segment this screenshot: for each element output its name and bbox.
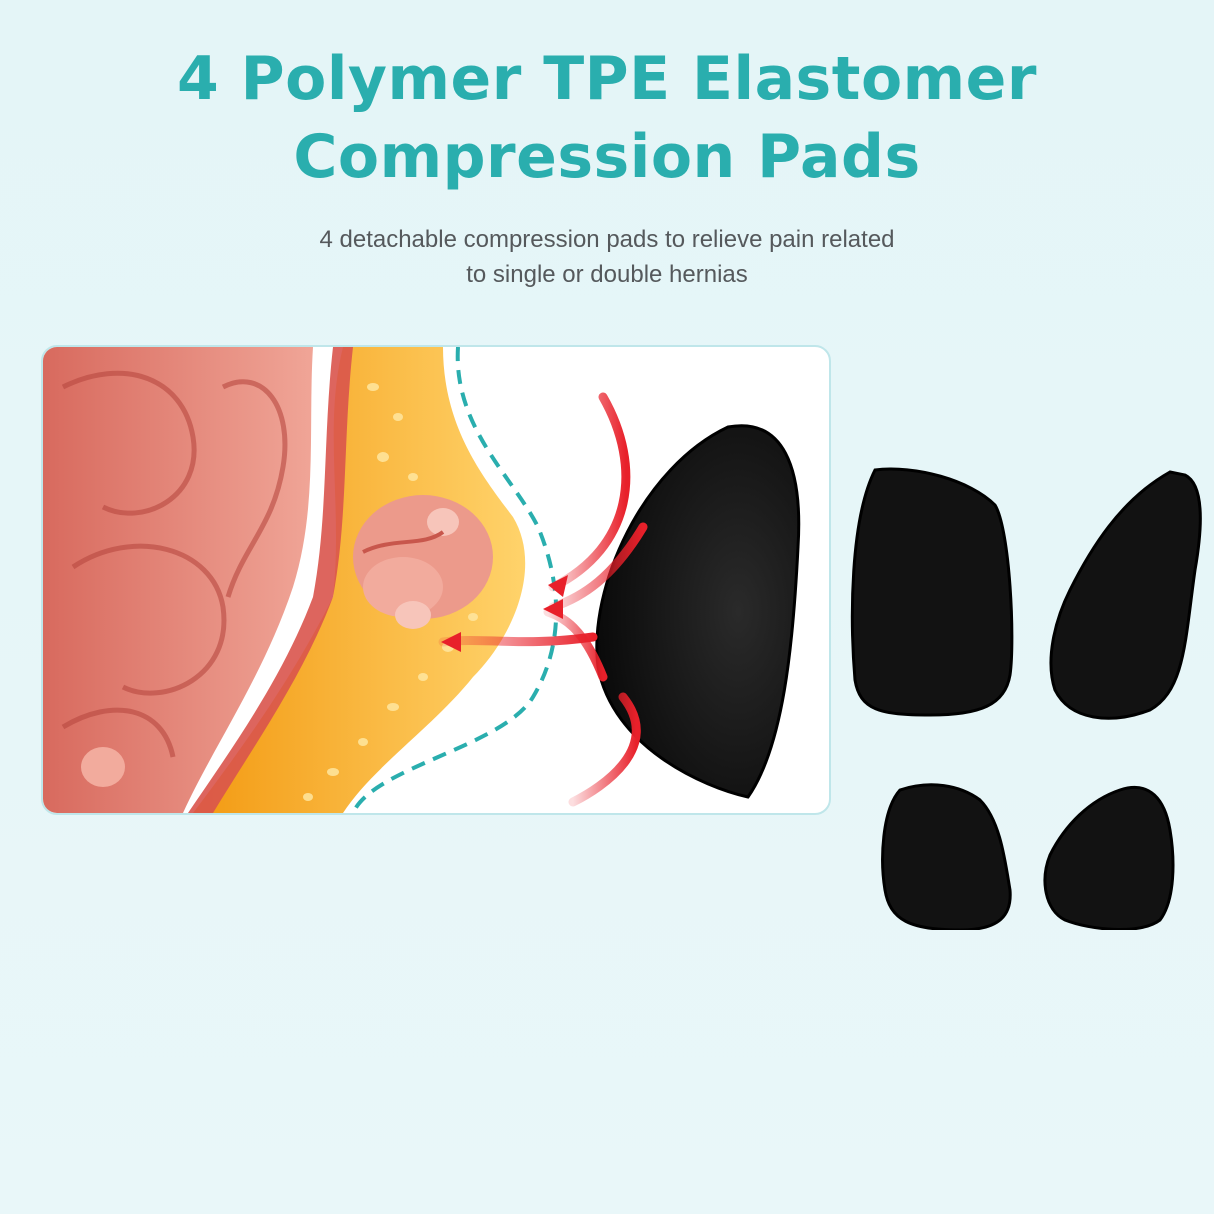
muscle-layer [188, 347, 353, 813]
pad-3 [881, 783, 1012, 932]
pads-svg [850, 467, 1202, 932]
subtitle: 4 detachable compression pads to relieve… [0, 222, 1214, 292]
hernia-illustration [41, 345, 831, 815]
pad-1 [850, 467, 1014, 717]
pad-2 [1049, 470, 1202, 720]
headline-line-1: 4 Polymer TPE Elastomer [177, 44, 1037, 114]
subtitle-line-2: to single or double hernias [466, 261, 748, 288]
subtitle-line-1: 4 detachable compression pads to relieve… [319, 226, 895, 253]
headline-line-2: Compression Pads [293, 122, 921, 192]
pads-group [840, 460, 1214, 932]
headline: 4 Polymer TPE Elastomer Compression Pads [0, 40, 1214, 196]
pad-4 [1043, 785, 1175, 931]
intestines [43, 347, 493, 813]
hernia-diagram [43, 347, 801, 813]
arrow-heads [441, 575, 568, 652]
